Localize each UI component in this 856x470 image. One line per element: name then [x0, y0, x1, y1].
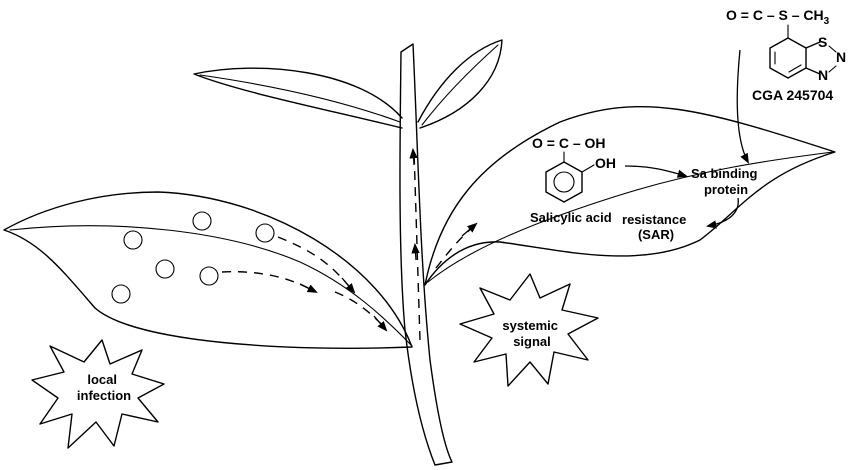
- infection-spot: [255, 223, 275, 243]
- resistance-label: resistance (SAR): [622, 212, 690, 242]
- local-infection-label: local infection: [77, 372, 131, 403]
- leaf-top-left-vein: [199, 74, 401, 123]
- plant-stem: [399, 43, 453, 466]
- systemic-signal-star: [459, 273, 599, 387]
- infection-spot: [155, 259, 175, 279]
- cga-ring-double-bond: [788, 64, 802, 73]
- cga-thioester-text: O = C – S – CH: [726, 7, 824, 23]
- infection-spot: [111, 284, 131, 304]
- sa-binding-protein-line2: protein: [704, 182, 748, 197]
- infection-spot: [123, 230, 143, 250]
- systemic-signal-label: systemic signal: [502, 318, 561, 349]
- sa-carboxyl-formula: O = C – OH: [532, 135, 606, 151]
- infection-spot: [192, 211, 212, 231]
- leaf-right-midrib: [427, 151, 834, 283]
- leaf-top-left: [193, 67, 403, 129]
- signal-arrow-head: [299, 283, 318, 293]
- local-infection-star: [31, 339, 165, 449]
- sa-binding-protein-line1: Sa binding: [691, 166, 758, 181]
- infection-spot: [199, 266, 219, 286]
- leaf-left: [3, 191, 413, 349]
- leaf-left-midrib: [9, 225, 413, 347]
- signal-arrow: [277, 236, 353, 291]
- cga-thioester-formula: O = C – S – CH3: [726, 7, 830, 27]
- sa-hydroxyl: OH: [595, 155, 616, 171]
- leaf-entry-arrow-head: [461, 222, 478, 237]
- cga-thiadiazole-ring: [805, 41, 821, 75]
- cga-label: CGA 245704: [752, 87, 833, 103]
- signal-arrow-head: [341, 277, 356, 294]
- leaf-right: [424, 105, 836, 286]
- sa-to-protein-arrow: [624, 165, 688, 178]
- systemic-signal-line2: signal: [513, 334, 551, 349]
- local-infection-line2: infection: [77, 388, 131, 403]
- cga-s-atom: S: [818, 34, 827, 50]
- sa-oh-bond: [581, 164, 595, 173]
- sa-binding-protein-label: Sa binding protein: [691, 166, 761, 197]
- salicylic-acid-label: Salicylic acid: [530, 210, 612, 225]
- signal-arrow: [221, 270, 313, 291]
- resistance-line1: resistance: [622, 212, 686, 227]
- stem-signal-arrow-head: [409, 147, 418, 166]
- cga-nn-bond: [828, 65, 837, 73]
- local-infection-line1: local: [87, 372, 117, 387]
- sa-ring-inner: [553, 171, 575, 193]
- signal-arrow-head: [373, 315, 388, 332]
- cga-n-atom: N: [818, 67, 828, 83]
- leaf-top-right-vein: [421, 44, 499, 126]
- protein-to-resistance-arrow: [705, 197, 739, 229]
- stem-signal-arrow-head: [411, 242, 420, 261]
- sa-benzene-ring: [545, 161, 583, 203]
- cga-sn-bond: [828, 45, 837, 53]
- leaf-top-right: [417, 39, 503, 129]
- cga-subscript: 3: [824, 16, 830, 27]
- cga-n-atom: N: [836, 49, 846, 65]
- systemic-signal-line1: systemic: [502, 318, 558, 333]
- resistance-line2: (SAR): [638, 227, 674, 242]
- cga-to-protein-arrow: [736, 49, 749, 164]
